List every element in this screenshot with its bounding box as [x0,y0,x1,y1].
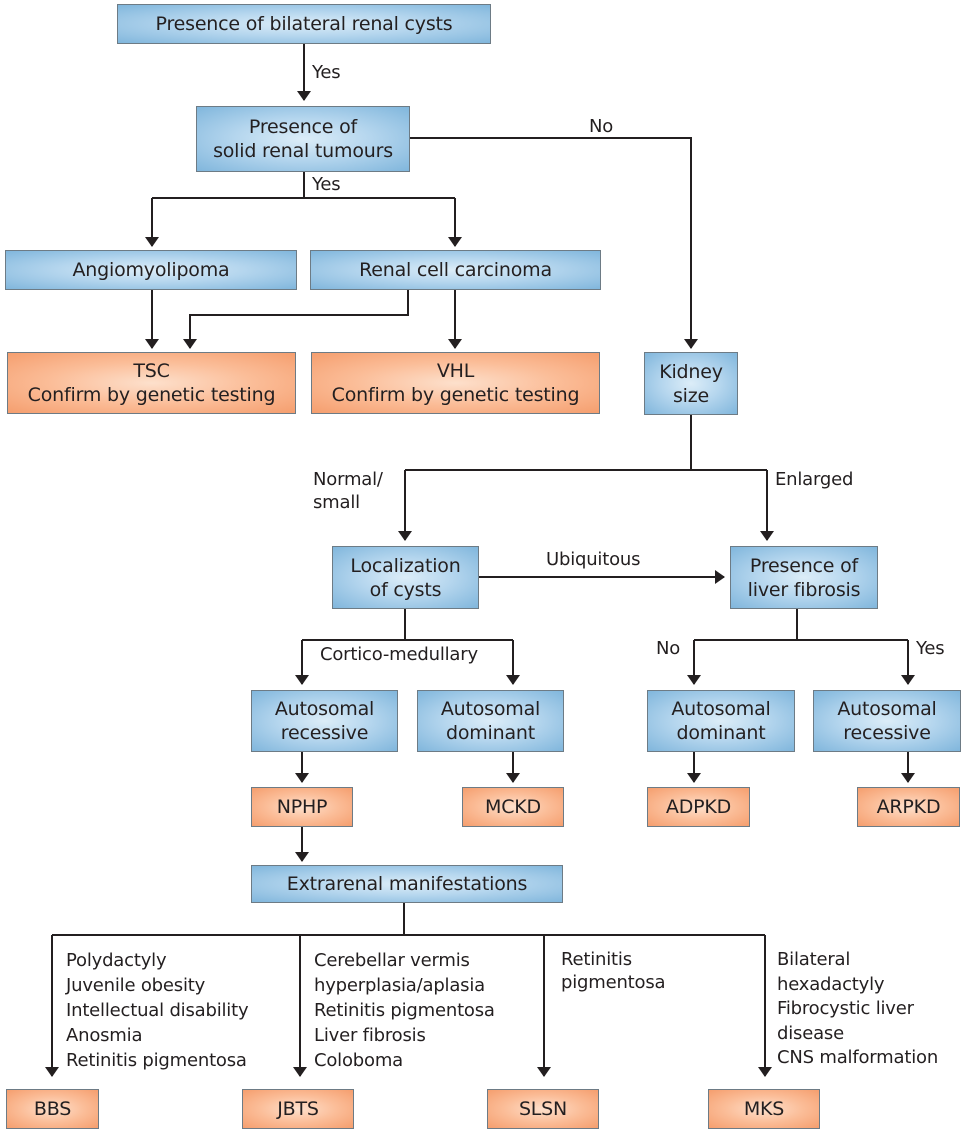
list-item: Retinitis pigmentosa [314,1000,495,1021]
node-text: TSC [133,360,170,382]
node-jbts: JBTS [242,1089,354,1129]
node-extrarenal-manifestations: Extrarenal manifestations [251,865,563,903]
node-text: JBTS [277,1098,319,1120]
edge-label-no: No [656,638,681,659]
list-item: Retinitis [561,949,632,970]
list-item: Fibrocystic liver [777,998,914,1019]
list-item: pigmentosa [561,972,666,993]
node-solid-renal-tumours: Presence of solid renal tumours [196,106,410,172]
node-text: Autosomal [274,698,375,720]
node-text: Autosomal [671,698,771,720]
node-text: Localization [350,554,461,577]
edge-tumours-to-kidney-size [410,137,698,349]
edge-extrarenal-split [52,903,765,936]
node-arpkd: ARPKD [857,787,960,827]
edge-tumours-split [152,172,455,199]
edge-label-no: No [589,116,614,137]
node-text: Confirm by genetic testing [27,384,276,406]
edge-label-line: small [313,492,360,513]
list-item: Intellectual disability [66,1000,249,1021]
node-text: dominant [676,722,766,744]
node-nphp: NPHP [251,787,353,827]
node-kidney-size: Kidney size [644,352,738,415]
node-text: Extrarenal manifestations [286,873,528,895]
node-lf-autosomal-recessive: Autosomal recessive [813,690,961,752]
list-item: hexadactyly [777,973,885,995]
node-text: Angiomyolipoma [72,259,230,281]
edge-kidney-size-split [405,415,767,471]
list-item: Cerebellar vermis [314,950,470,971]
node-cm-autosomal-recessive: Autosomal recessive [251,690,398,752]
node-text: MKS [743,1098,785,1120]
node-bbs: BBS [6,1089,99,1129]
bbs-manifestations-list: Polydactyly Juvenile obesity Intellectua… [66,948,249,1073]
list-item: Liver fibrosis [314,1025,426,1046]
node-text: Presence of [749,554,859,577]
edge-label-line: Normal/ [313,469,383,490]
node-text: Autosomal [440,698,541,720]
node-slsn: SLSN [487,1089,599,1129]
list-item: Anosmia [66,1025,143,1046]
node-text: dominant [445,722,536,744]
node-text: solid renal tumours [213,140,393,162]
node-tsc: TSC Confirm by genetic testing [7,352,296,414]
node-text: VHL [436,360,475,382]
node-mckd: MCKD [462,787,564,827]
edge-label-normal-small: Normal/ small [313,468,383,514]
node-text: SLSN [518,1098,568,1120]
node-text: liver fibrosis [747,578,861,601]
node-text: ADPKD [665,796,732,818]
node-text: size [672,384,710,407]
jbts-manifestations-list: Cerebellar vermis hyperplasia/aplasia Re… [314,948,495,1073]
node-renal-cell-carcinoma: Renal cell carcinoma [310,250,601,290]
node-text: NPHP [276,796,328,818]
node-text: Kidney [659,360,723,383]
edge-label-yes: Yes [312,174,341,195]
list-item: disease [777,1022,844,1044]
node-text: recessive [280,722,369,744]
node-mks: MKS [708,1089,820,1129]
list-item: hyperplasia/aplasia [314,975,485,996]
edge-label-ubiquitous: Ubiquitous [546,549,641,570]
list-item: Retinitis pigmentosa [66,1050,247,1071]
slsn-manifestations-list: Retinitis pigmentosa [561,948,666,994]
node-text: Confirm by genetic testing [331,384,580,406]
node-text: ARPKD [876,796,941,818]
node-cm-autosomal-dominant: Autosomal dominant [417,690,564,752]
list-item: Polydactyly [66,950,167,971]
edge-label-yes: Yes [916,638,945,659]
list-item: CNS malformation [777,1047,939,1068]
node-liver-fibrosis: Presence of liver fibrosis [730,546,878,609]
node-text: MCKD [485,796,541,818]
edge-label-cortico-medullary: Cortico-medullary [320,644,478,665]
node-text: Autosomal [837,698,937,720]
edge-label-enlarged: Enlarged [775,469,854,490]
node-localization-of-cysts: Localization of cysts [332,546,479,609]
edge-label-yes: Yes [312,62,341,83]
node-text: Presence of [248,116,358,138]
node-text: recessive [843,722,931,744]
node-angiomyolipoma: Angiomyolipoma [5,250,297,290]
node-bilateral-renal-cysts: Presence of bilateral renal cysts [117,4,491,44]
edge-rcc-to-tsc [183,290,409,349]
list-item: Bilateral [777,949,851,970]
list-item: Juvenile obesity [66,975,206,996]
list-item: Coloboma [314,1050,403,1071]
node-text: Presence of bilateral renal cysts [155,13,453,35]
edge-liver-fibrosis-split [694,609,908,641]
node-vhl: VHL Confirm by genetic testing [311,352,600,414]
node-text: Renal cell carcinoma [359,259,552,281]
node-text: of cysts [369,578,442,601]
edge-localization-split [302,609,513,641]
mks-manifestations-list: Bilateral hexadactyly Fibrocystic liver … [777,948,938,1071]
node-adpkd: ADPKD [647,787,750,827]
node-text: BBS [33,1098,72,1120]
node-lf-autosomal-dominant: Autosomal dominant [647,690,795,752]
